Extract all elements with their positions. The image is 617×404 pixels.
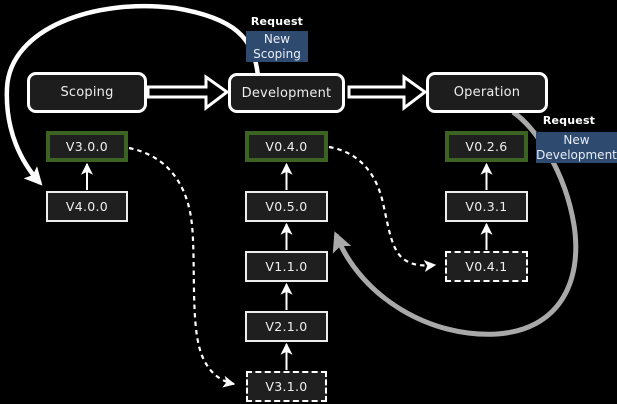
phase-box-development: Development xyxy=(228,73,345,113)
request-badge-new-development: New Development xyxy=(536,132,617,163)
version-box-v2-1-0: V2.1.0 xyxy=(245,311,328,342)
phase-box-scoping: Scoping xyxy=(27,72,147,113)
request-badge-line2: Scoping xyxy=(253,46,301,61)
request-badge-line2: Development xyxy=(536,147,617,162)
block-arrow-scoping-to-development xyxy=(146,74,230,112)
version-box-v3-1-0: V3.1.0 xyxy=(246,371,327,402)
request-tag-development: Request xyxy=(542,114,596,127)
curve-request-new-scoping xyxy=(4,3,261,186)
version-label: V2.1.0 xyxy=(265,319,308,334)
request-tag-scoping: Request xyxy=(250,15,304,28)
version-box-v0-3-1: V0.3.1 xyxy=(445,191,528,222)
version-box-v4-0-0: V4.0.0 xyxy=(46,191,128,222)
version-box-v0-2-6: V0.2.6 xyxy=(445,131,528,162)
phase-box-operation: Operation xyxy=(426,72,548,113)
version-label: V0.4.0 xyxy=(265,139,308,154)
version-label: V0.4.1 xyxy=(465,259,508,274)
version-label: V3.1.0 xyxy=(265,379,308,394)
version-label: V1.1.0 xyxy=(265,259,308,274)
request-badge-line1: New xyxy=(563,132,590,147)
version-box-v0-4-1: V0.4.1 xyxy=(445,251,528,282)
version-box-v0-5-0: V0.5.0 xyxy=(245,191,328,222)
version-label: V4.0.0 xyxy=(65,199,109,214)
phase-label-scoping: Scoping xyxy=(60,85,114,100)
phase-label-operation: Operation xyxy=(453,85,521,100)
version-label: V0.3.1 xyxy=(465,199,508,214)
version-box-v3-0-0: V3.0.0 xyxy=(46,131,128,162)
request-badge-new-scoping: New Scoping xyxy=(246,31,308,62)
version-label: V0.2.6 xyxy=(465,139,508,154)
curve-v0-4-0-to-v0-4-1 xyxy=(328,145,437,272)
version-label: V3.0.0 xyxy=(65,139,109,154)
block-arrow-development-to-operation xyxy=(347,74,428,112)
curve-v3-0-0-to-v3-1-0 xyxy=(128,146,236,388)
phase-label-development: Development xyxy=(241,85,332,101)
version-label: V0.5.0 xyxy=(265,199,308,214)
version-box-v1-1-0: V1.1.0 xyxy=(245,251,328,282)
version-box-v0-4-0: V0.4.0 xyxy=(245,131,328,162)
request-badge-line1: New xyxy=(263,31,291,46)
